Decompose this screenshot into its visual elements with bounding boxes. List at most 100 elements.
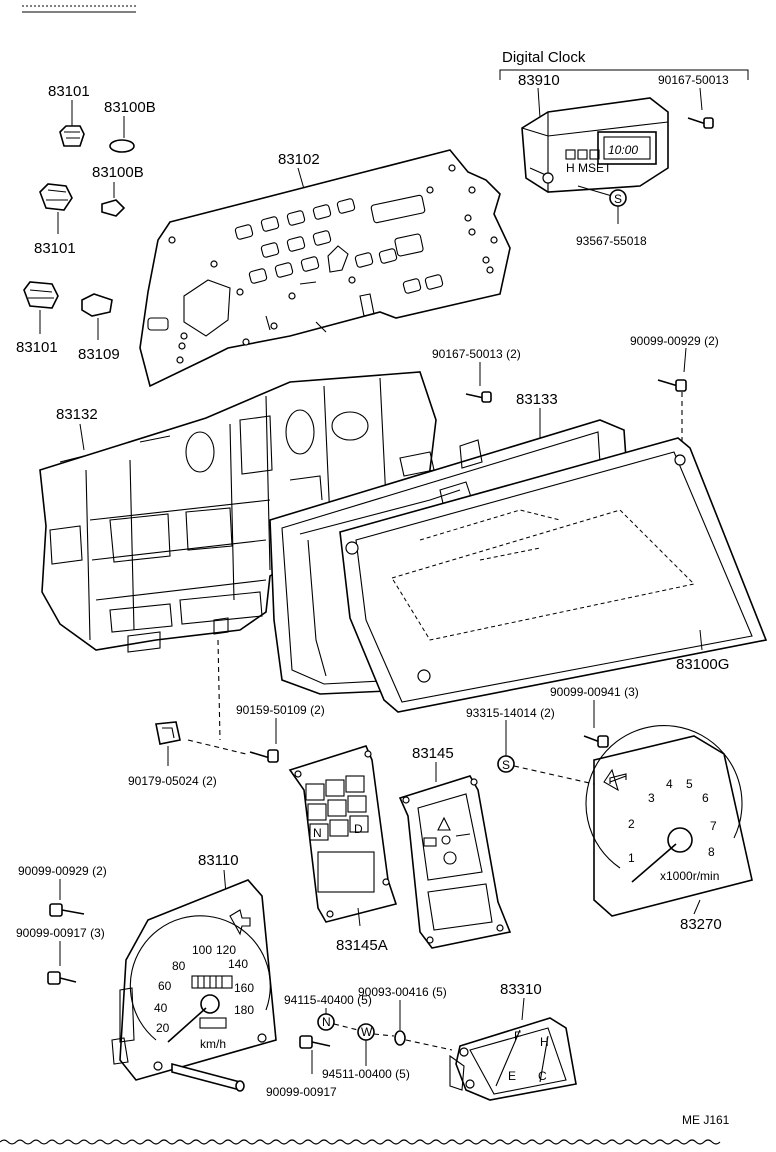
clock-button-set: SET	[588, 161, 612, 175]
label-90167-50013: 90167-50013	[658, 73, 729, 87]
screw-icon	[687, 117, 714, 129]
speed-scale-40: 40	[154, 1001, 168, 1015]
label-90167-50013-2: 90167-50013 (2)	[432, 347, 521, 361]
label-90099-00941-3: 90099-00941 (3)	[550, 685, 639, 699]
bulb-socket-icon	[39, 183, 73, 211]
label-83270: 83270	[680, 916, 722, 933]
wedge-bulb-icon	[81, 293, 113, 317]
label-83133: 83133	[516, 391, 558, 408]
label-83100g: 83100G	[676, 656, 729, 673]
tach-unit: x1000r/min	[660, 869, 719, 883]
svg-text:W: W	[361, 1025, 373, 1039]
cluster-glass-part: 83100G	[339, 437, 768, 713]
screw-icon	[657, 379, 687, 392]
clip-90179: 90179-05024 (2)	[128, 721, 217, 788]
label-90099-00929-2-left: 90099-00929 (2)	[18, 864, 107, 878]
tach-scale-3: 3	[648, 791, 655, 805]
fuel-empty-mark: E	[508, 1069, 516, 1083]
label-83100b-b: 83100B	[92, 164, 144, 181]
tach-scale-6: 6	[702, 791, 709, 805]
speed-scale-60: 60	[158, 979, 172, 993]
clock-button-h: H	[566, 161, 575, 175]
label-83109: 83109	[78, 346, 120, 363]
s-symbol-icon: S	[609, 189, 627, 207]
speed-scale-100: 100	[192, 943, 212, 957]
svg-text:S: S	[502, 758, 510, 772]
speed-scale-120: 120	[216, 943, 236, 957]
label-83101-a: 83101	[48, 83, 90, 100]
screw-group-90167: 90167-50013 (2)	[432, 347, 521, 403]
screw-group-left: 90099-00929 (2) 90099-00917 (3)	[16, 864, 107, 985]
fuel-temp-gauge-group: 94115-40400 (5) N 90093-00416 (5) W 9451…	[284, 981, 577, 1101]
screw-icon	[583, 735, 609, 748]
label-83145a: 83145A	[336, 937, 388, 954]
header-artifact	[22, 5, 136, 13]
label-83110: 83110	[198, 852, 239, 869]
washer-icon	[394, 1030, 406, 1046]
label-83100b-a: 83100B	[104, 99, 156, 116]
svg-text:N: N	[322, 1015, 331, 1029]
digital-clock-bracket	[499, 69, 749, 80]
tach-scale-1: 1	[628, 851, 635, 865]
screw-group-90099-00917: 90099-00917	[266, 1035, 337, 1099]
tach-scale-7: 7	[710, 819, 717, 833]
label-83101-c: 83101	[16, 339, 58, 356]
speedometer-scale: 20 40 60 80 100 120 140 160 180	[154, 943, 254, 1035]
label-94115-40400-5: 94115-40400 (5)	[284, 993, 372, 1007]
label-90099-00917-3: 90099-00917 (3)	[16, 926, 105, 940]
digital-clock-part: 10:00 H M SET	[521, 97, 669, 193]
label-90099-00929-2-top: 90099-00929 (2)	[630, 334, 719, 348]
screw-group-90099-00941: 90099-00941 (3)	[550, 685, 639, 748]
svg-text:S: S	[614, 192, 622, 206]
tach-scale-2: 2	[628, 817, 635, 831]
bottom-wavy-border	[0, 1139, 721, 1145]
page-code: ME J161	[682, 1113, 730, 1127]
label-83132: 83132	[56, 406, 98, 423]
label-83102: 83102	[278, 151, 320, 168]
speed-scale-80: 80	[172, 959, 186, 973]
printed-circuit-plate-part: 83102	[139, 149, 511, 388]
speed-scale-180: 180	[234, 1003, 254, 1017]
speed-scale-20: 20	[156, 1021, 170, 1035]
label-90099-00917: 90099-00917	[266, 1085, 337, 1099]
tach-scale-8: 8	[708, 845, 715, 859]
digital-clock-group: Digital Clock 83910 90167-50013 10:00 H …	[499, 49, 749, 248]
label-93315-14014-2: 93315-14014 (2)	[466, 706, 555, 720]
screw-group-90159: 90159-50109 (2)	[187, 639, 325, 763]
s-symbol-icon: S	[497, 755, 515, 773]
indicator-plate-83145a-part: N D 83145A	[288, 745, 398, 954]
screw-icon	[49, 903, 85, 917]
s-washer-group: 93315-14014 (2) S	[466, 706, 595, 785]
bulb-socket-icon	[59, 125, 85, 147]
label-90159-50109-2: 90159-50109 (2)	[236, 703, 325, 717]
label-93567-55018: 93567-55018	[576, 234, 647, 248]
label-90179-05024-2: 90179-05024 (2)	[128, 774, 217, 788]
speed-scale-140: 140	[228, 957, 248, 971]
label-83145: 83145	[412, 745, 454, 762]
label-83310: 83310	[500, 981, 542, 998]
tach-scale-5: 5	[686, 777, 693, 791]
screw-icon	[47, 971, 77, 985]
digital-clock-title: Digital Clock	[502, 49, 586, 66]
speed-unit: km/h	[200, 1037, 226, 1051]
bulbs-and-sockets-group: 83101 83100B 83100B 83101 83101	[16, 83, 156, 363]
screw-icon	[249, 749, 279, 763]
warning-plate-83145-part: 83145	[398, 745, 512, 949]
indicator-d-text: D	[354, 822, 363, 836]
wedge-bulb-icon	[101, 199, 126, 217]
instrument-case-part: 83132	[39, 371, 437, 653]
screw-icon	[299, 1035, 331, 1049]
indicator-n-text: N	[313, 826, 322, 840]
label-83910: 83910	[518, 72, 560, 89]
label-94511-00400-5: 94511-00400 (5)	[322, 1067, 410, 1081]
wedge-bulb-icon	[109, 139, 135, 153]
screw-group-90099-00929-top: 90099-00929 (2)	[630, 334, 719, 450]
speed-scale-160: 160	[234, 981, 254, 995]
clock-display-text: 10:00	[608, 143, 638, 157]
temp-cold-mark: C	[538, 1069, 547, 1083]
fuel-full-mark: F	[514, 1029, 521, 1043]
tachometer-part: 1 2 3 4 5 6 7 8 x1000r/min 83270	[585, 725, 753, 933]
clock-button-m: M	[578, 161, 588, 175]
temp-hot-mark: H	[540, 1035, 549, 1049]
